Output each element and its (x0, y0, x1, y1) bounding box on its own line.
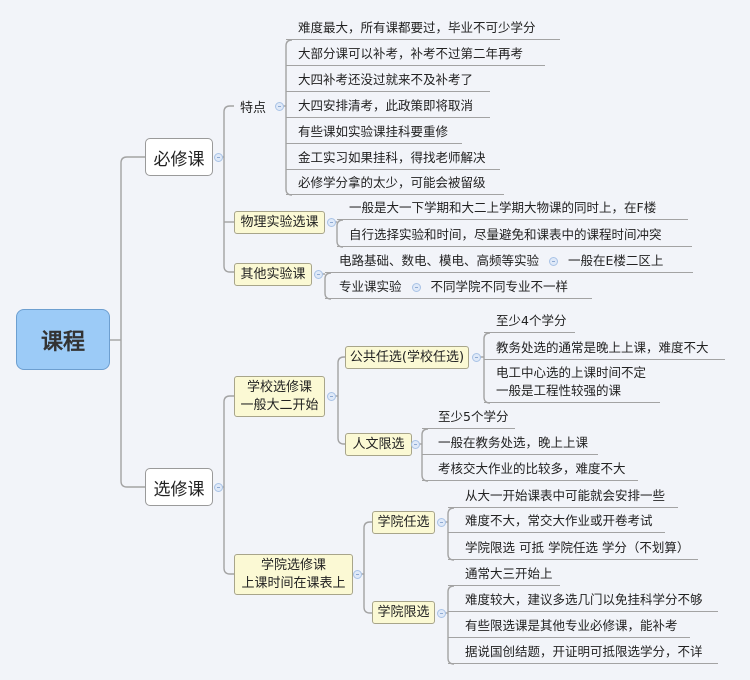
node-features[interactable]: 特点 (239, 100, 266, 116)
leaf[interactable]: 有些课如实验课挂科要重修 (286, 122, 462, 144)
leaf[interactable]: 电路基础、数电、模电、高频等实验 一般在E楼二区上 (325, 251, 693, 273)
label-line: 学校选修课 (246, 379, 312, 395)
label-line: 一般大二开始 (240, 397, 319, 413)
collapse-icon[interactable] (327, 218, 336, 227)
leaf[interactable]: 通常大三开始上 (448, 564, 560, 586)
leaf[interactable]: 大四安排清考，此政策即将取消 (286, 96, 490, 118)
label-line: 学院选修课 (260, 557, 326, 573)
collapse-icon[interactable] (549, 257, 559, 266)
node-public-elective[interactable]: 公共任选(学校任选) (345, 346, 469, 369)
leaf[interactable]: 一般在教务处选，晚上上课 (422, 433, 598, 455)
leaf-child[interactable]: 一般在E楼二区上 (568, 253, 664, 268)
leaf[interactable]: 大四补考还没过就来不及补考了 (286, 70, 490, 92)
collapse-icon[interactable] (214, 483, 223, 492)
collapse-icon[interactable] (437, 518, 446, 527)
leaf[interactable]: 有些限选课是其他专业必修课，能补考 (448, 616, 690, 638)
collapse-icon[interactable] (275, 102, 284, 111)
leaf[interactable]: 专业课实验 不同学院不同专业不一样 (325, 277, 592, 299)
leaf[interactable]: 难度最大，所有课都要过，毕业不可少学分 (286, 18, 560, 40)
node-college-elective[interactable]: 学院选修课上课时间在课表上 (234, 554, 353, 595)
leaf-child[interactable]: 不同学院不同专业不一样 (430, 279, 569, 294)
leaf-line: 电工中心选的上课时间不定 (496, 365, 647, 380)
leaf-label: 专业课实验 (339, 279, 402, 294)
root-node[interactable]: 课程 (16, 309, 110, 370)
node-humanities[interactable]: 人文限选 (345, 433, 412, 456)
leaf[interactable]: 至少4个学分 (484, 311, 575, 333)
collapse-icon[interactable] (472, 353, 481, 362)
collapse-icon[interactable] (411, 440, 420, 449)
collapse-icon[interactable] (327, 392, 336, 401)
leaf[interactable]: 电工中心选的上课时间不定一般是工程性较强的课 (484, 363, 660, 403)
leaf-label: 电路基础、数电、模电、高频等实验 (339, 253, 540, 268)
leaf[interactable]: 考核交大作业的比较多，难度不大 (422, 459, 638, 481)
leaf[interactable]: 难度不大，常交大作业或开卷考试 (448, 511, 665, 533)
leaf[interactable]: 一般是大一下学期和大二上学期大物课的同时上，在F楼 (337, 198, 688, 220)
node-physics-lab[interactable]: 物理实验选课 (234, 211, 325, 234)
collapse-icon[interactable] (437, 609, 446, 618)
label-line: 上课时间在课表上 (241, 575, 346, 591)
leaf[interactable]: 至少5个学分 (422, 407, 515, 429)
leaf[interactable]: 学院限选 可抵 学院任选 学分（不划算） (448, 538, 698, 560)
node-college-limited[interactable]: 学院限选 (372, 601, 435, 624)
leaf[interactable]: 教务处选的通常是晚上上课，难度不大 (484, 338, 725, 360)
leaf[interactable]: 从大一开始课表中可能就会安排一些 (448, 486, 678, 508)
collapse-icon[interactable] (314, 270, 323, 279)
leaf[interactable]: 必修学分拿的太少，可能会被留级 (286, 173, 504, 195)
node-college-optional[interactable]: 学院任选 (372, 511, 435, 534)
leaf[interactable]: 大部分课可以补考，补考不过第二年再考 (286, 44, 545, 66)
leaf[interactable]: 据说国创结题，开证明可抵限选学分，不详 (448, 642, 718, 664)
leaf[interactable]: 自行选择实验和时间，尽量避免和课表中的课程时间冲突 (337, 225, 692, 247)
node-other-lab[interactable]: 其他实验课 (234, 263, 312, 286)
leaf-line: 一般是工程性较强的课 (496, 383, 622, 398)
collapse-icon[interactable] (214, 153, 223, 162)
collapse-icon[interactable] (411, 283, 421, 292)
node-school-elective[interactable]: 学校选修课一般大二开始 (234, 376, 325, 417)
node-required[interactable]: 必修课 (145, 138, 213, 176)
leaf[interactable]: 金工实习如果挂科，得找老师解决 (286, 148, 500, 170)
node-elective[interactable]: 选修课 (145, 468, 213, 506)
collapse-icon[interactable] (353, 570, 362, 579)
leaf[interactable]: 难度较大，建议多选几门以免挂科学分不够 (448, 590, 718, 612)
